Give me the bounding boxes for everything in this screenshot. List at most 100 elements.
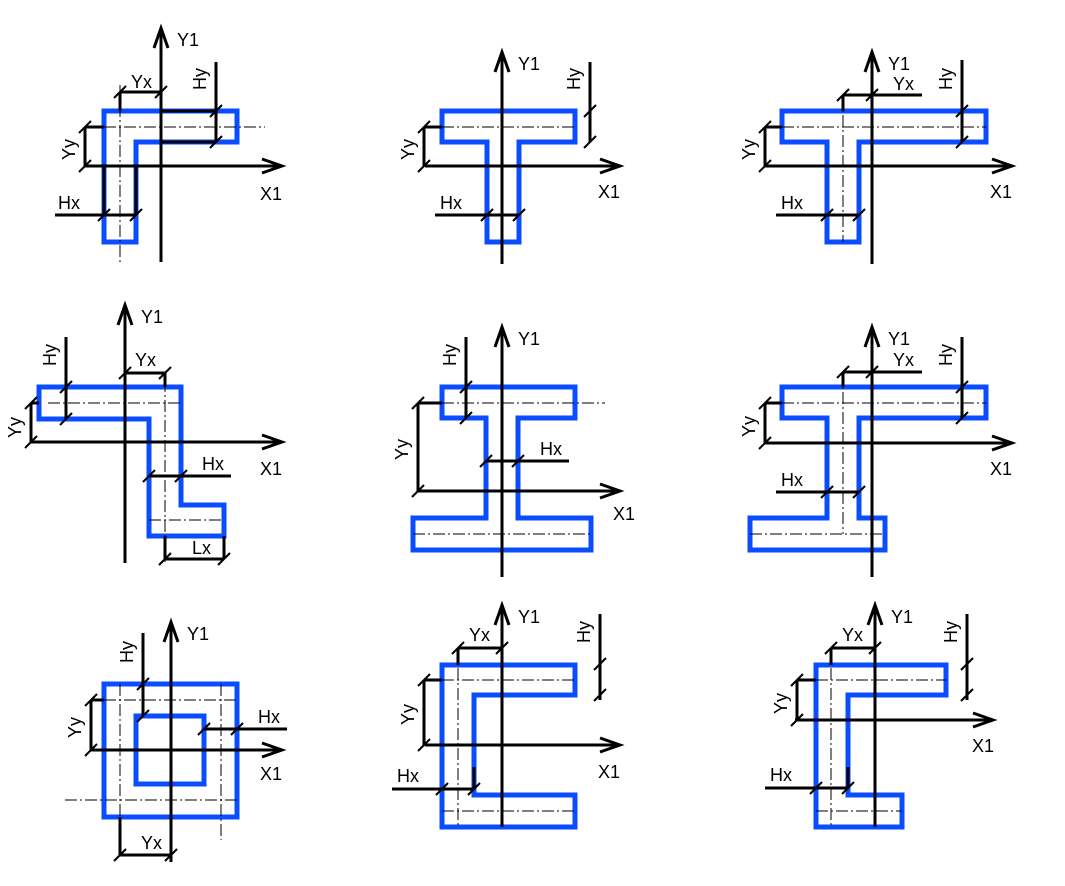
dimension-tick: [113, 85, 127, 99]
dimension-tick: [97, 208, 111, 222]
label-yy: Yy: [5, 417, 25, 438]
section-outline: [779, 108, 989, 245]
label-hy: Hy: [40, 344, 60, 366]
label-hx: Hx: [770, 765, 792, 785]
dimension-tick: [820, 485, 834, 499]
dimension-tick: [84, 693, 98, 707]
dimension-tick: [417, 738, 431, 752]
dimension-tick: [960, 657, 974, 671]
dimension-tick: [118, 366, 132, 380]
dimension-tick: [158, 552, 172, 566]
label-hy: Hy: [936, 68, 956, 90]
section-outline: [410, 384, 594, 553]
dimension-tick: [417, 159, 431, 173]
x-axis-label: X1: [972, 736, 994, 756]
dimension-tick: [164, 848, 178, 862]
dimension-tick: [955, 411, 969, 425]
dimension-tick: [154, 85, 168, 99]
dimension-tick: [113, 848, 127, 862]
y-axis-label: Y1: [141, 307, 163, 327]
dimension-tick: [841, 781, 855, 795]
dimension-tick: [593, 688, 607, 702]
dimension-tick: [512, 208, 526, 222]
section-outline: [439, 108, 578, 245]
dimension-tick: [511, 454, 525, 468]
dimension-tick: [824, 641, 838, 655]
label-yy: Yy: [392, 439, 412, 460]
label-yx: Yx: [141, 833, 162, 853]
dimension-tick: [230, 722, 244, 736]
label-hy: Hy: [936, 344, 956, 366]
dimension-tick: [479, 454, 493, 468]
dimension-tick: [59, 380, 73, 394]
section-outline: [813, 662, 949, 830]
label-hy: Hy: [440, 344, 460, 366]
x-axis-label: X1: [260, 459, 282, 479]
section-outline: [747, 384, 989, 553]
label-hy: Hy: [564, 68, 584, 90]
label-yy: Yy: [739, 139, 759, 160]
label-hx: Hx: [440, 193, 462, 213]
dimension-tick: [209, 135, 223, 149]
y-axis-label: Y1: [888, 54, 910, 74]
label-hy: Hy: [190, 68, 210, 90]
dimension-tick: [411, 396, 425, 410]
x-axis-label: X1: [260, 184, 282, 204]
label-hy: Hy: [117, 641, 137, 663]
y-axis-label: Y1: [518, 607, 540, 627]
dimension-tick: [852, 208, 866, 222]
y-axis-arrow-icon: [116, 300, 134, 326]
y-axis-label: Y1: [891, 607, 913, 627]
dimension-tick: [868, 641, 882, 655]
label-yx: Yx: [135, 350, 156, 370]
dimension-tick: [820, 208, 834, 222]
label-yx: Yx: [842, 625, 863, 645]
y-axis-arrow-icon: [863, 322, 881, 348]
y-axis-label: Y1: [187, 624, 209, 644]
dimension-tick: [158, 366, 172, 380]
dimension-tick: [758, 396, 772, 410]
y-axis-arrow-icon: [162, 617, 180, 643]
x-axis-label: X1: [598, 182, 620, 202]
dimension-tick: [955, 104, 969, 118]
dimension-tick: [411, 484, 425, 498]
x-axis-arrow-icon: [599, 736, 625, 754]
dimension-tick: [24, 396, 38, 410]
dimension-tick: [583, 135, 597, 149]
x-axis-label: X1: [990, 182, 1012, 202]
dimension-tick: [852, 485, 866, 499]
dimension-tick: [758, 120, 772, 134]
dimension-tick: [435, 782, 449, 796]
dimension-tick: [84, 743, 98, 757]
label-lx: Lx: [192, 538, 211, 558]
dimension-tick: [417, 120, 431, 134]
dimension-tick: [865, 88, 879, 102]
dimension-tick: [495, 641, 509, 655]
dimension-tick: [583, 104, 597, 118]
label-hx: Hx: [781, 193, 803, 213]
dimension-tick: [197, 722, 211, 736]
label-yy: Yy: [739, 416, 759, 437]
y-axis-arrow-icon: [493, 322, 511, 348]
dimension-tick: [960, 688, 974, 702]
y-axis-label: Y1: [177, 30, 199, 50]
dimension-tick: [217, 552, 231, 566]
label-hx: Hx: [540, 439, 562, 459]
dimension-tick: [836, 88, 850, 102]
dimension-tick: [467, 782, 481, 796]
y-axis-label: Y1: [518, 54, 540, 74]
y-axis-arrow-icon: [866, 600, 884, 626]
dimension-tick: [790, 713, 804, 727]
dimension-tick: [758, 436, 772, 450]
y-axis-label: Y1: [888, 329, 910, 349]
y-axis-arrow-icon: [152, 23, 170, 49]
dimension-tick: [136, 709, 150, 723]
x-axis-label: X1: [260, 764, 282, 784]
